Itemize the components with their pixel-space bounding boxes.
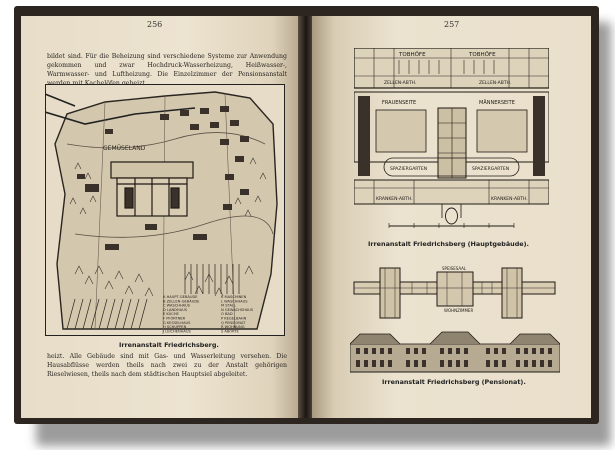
legend-item: A HAUPT-GEBÄUDE [163,294,198,299]
legend-item: D LANDHAUS [163,308,188,312]
pension-floor-plan: SPEISESAAL WOHNZIMMER [353,266,556,319]
plan-label-cells-right: ZELLEN-ABTH. [479,80,511,86]
pension-label-wohnzimmer: WOHNZIMMER [444,308,473,313]
plan-label-sick-right: KRANKEN-ABTH. [491,196,528,202]
map-label-gemueseland: GEMÜSELAND [103,145,146,152]
legend-item: S ABORTE [221,329,240,333]
legend-item: E KÜCHE [163,311,180,316]
legend-item: Q PENSIONAT [221,321,246,325]
legend-item: M STALL [221,304,236,308]
main-building-floor-plan: TOBHÖFE TOBHÖFE ZELLEN-ABTH. ZELLEN-ABTH… [354,48,549,228]
left-page: 256 bildet sind. Für die Beheizung sind … [21,16,300,418]
legend-item: H SCHUPPEN [163,325,187,329]
legend-item: I LEICHENHAUS [163,329,191,333]
legend-item: C WASCHHAUS [163,304,191,308]
plan-label-tobhoefe-right: TOBHÖFE [468,51,496,58]
plan-label-tobhoefe-left: TOBHÖFE [398,51,426,58]
pension-caption: Irrenanstalt Friedrichsberg (Pensionat). [382,378,526,386]
legend-item: N GEWÄCHSHAUS [221,307,254,312]
legend-item: G KESSELHAUS [163,321,191,325]
book-gutter [298,16,314,418]
legend-item: B ZELLEN-GEBÄUDE [163,298,200,303]
plan-label-women: FRAUENSEITE [382,100,416,106]
legend-item: L WASCHHAUS [221,299,248,303]
legend-item: K MASCHINEN [221,295,247,299]
plan-label-sick-left: KRANKEN-ABTH. [376,196,413,202]
plan-label-men: MÄNNERSEITE [479,99,515,106]
legend-item: P KEGELBAHN [221,317,247,321]
open-book: 256 bildet sind. Für die Beheizung sind … [14,6,599,424]
page-number-left: 256 [147,20,163,29]
main-building-caption: Irrenanstalt Friedrichsberg (Hauptgebäud… [368,240,529,248]
page-number-right: 257 [444,20,460,29]
plan-label-garden-left: SPAZIERGARTEN [390,166,427,172]
left-page-text-top: bildet sind. Für die Beheizung sind vers… [47,53,287,87]
plan-label-cells-left: ZELLEN-ABTH. [384,80,416,86]
legend-item: O BAD [221,312,233,316]
pension-label-speisesaal: SPEISESAAL [442,266,467,271]
right-page: 257 TOBHÖFE TOBHÖFE ZELLEN-ABTH. ZELLEN-… [312,16,591,418]
legend-item: F PFÖRTNER [163,316,186,321]
legend-item: R WOHNUNG [221,325,245,329]
left-page-text-bottom: heizt. Alle Gebäude sind mit Gas- und Wa… [47,353,287,378]
pension-facade-elevation [350,331,560,373]
plan-label-garden-right: SPAZIERGARTEN [472,166,509,172]
left-figure-caption: Irrenanstalt Friedrichsberg. [119,341,219,349]
